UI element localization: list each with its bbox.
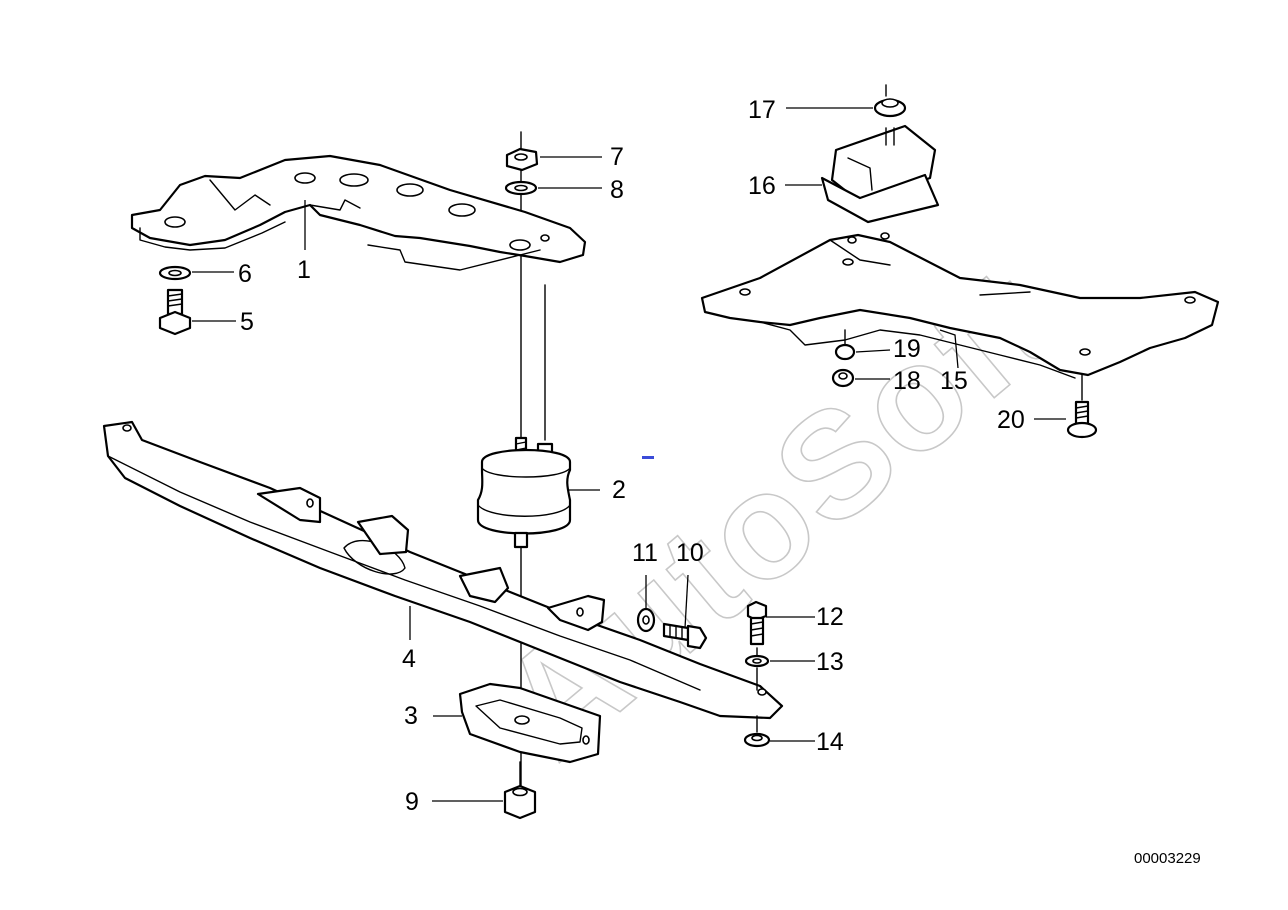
bolt-20-part[interactable]: [1066, 400, 1098, 439]
nut-7-part[interactable]: [505, 147, 539, 172]
leader-lines: [192, 84, 1083, 802]
callout-20: 20: [997, 406, 1025, 434]
marker-dash: [642, 456, 654, 459]
callout-19: 19: [893, 335, 921, 363]
callout-16: 16: [748, 172, 776, 200]
callout-13: 13: [816, 648, 844, 676]
front-crossmember-part[interactable]: [102, 420, 784, 720]
washer-11-part[interactable]: [636, 607, 656, 633]
bolt-10-part[interactable]: [662, 622, 708, 650]
washer-8-part[interactable]: [504, 180, 538, 196]
callout-7: 7: [610, 143, 624, 171]
callout-2: 2: [612, 476, 626, 504]
callout-3: 3: [404, 702, 418, 730]
transmission-bracket-part[interactable]: [130, 154, 587, 271]
washer-13-part[interactable]: [744, 654, 770, 668]
rubber-mount-part[interactable]: [476, 436, 572, 549]
washer-14-part[interactable]: [743, 732, 771, 748]
callout-18: 18: [893, 367, 921, 395]
diagram-id: 00003229: [1134, 850, 1201, 867]
callout-14: 14: [816, 728, 844, 756]
rear-rubber-mount-part[interactable]: [820, 124, 940, 224]
callout-10: 10: [676, 539, 704, 567]
callout-4: 4: [402, 645, 416, 673]
rear-crossmember-part[interactable]: [700, 232, 1220, 379]
callout-8: 8: [610, 176, 624, 204]
callout-1: 1: [297, 256, 311, 284]
callout-6: 6: [238, 260, 252, 288]
callout-11: 11: [632, 539, 658, 567]
flange-nut-9-part[interactable]: [503, 784, 537, 820]
bolt-5-part[interactable]: [158, 288, 192, 336]
bolt-12-part[interactable]: [746, 600, 768, 646]
nut-18-part[interactable]: [831, 368, 855, 388]
flange-nut-17-part[interactable]: [873, 98, 907, 146]
lower-bracket-part[interactable]: [458, 682, 602, 764]
callout-5: 5: [240, 308, 254, 336]
nut-19-part[interactable]: [834, 343, 856, 361]
washer-6-part[interactable]: [158, 265, 192, 281]
callout-17: 17: [748, 96, 776, 124]
callout-9: 9: [405, 788, 419, 816]
callout-15: 15: [940, 367, 968, 395]
callout-12: 12: [816, 603, 844, 631]
